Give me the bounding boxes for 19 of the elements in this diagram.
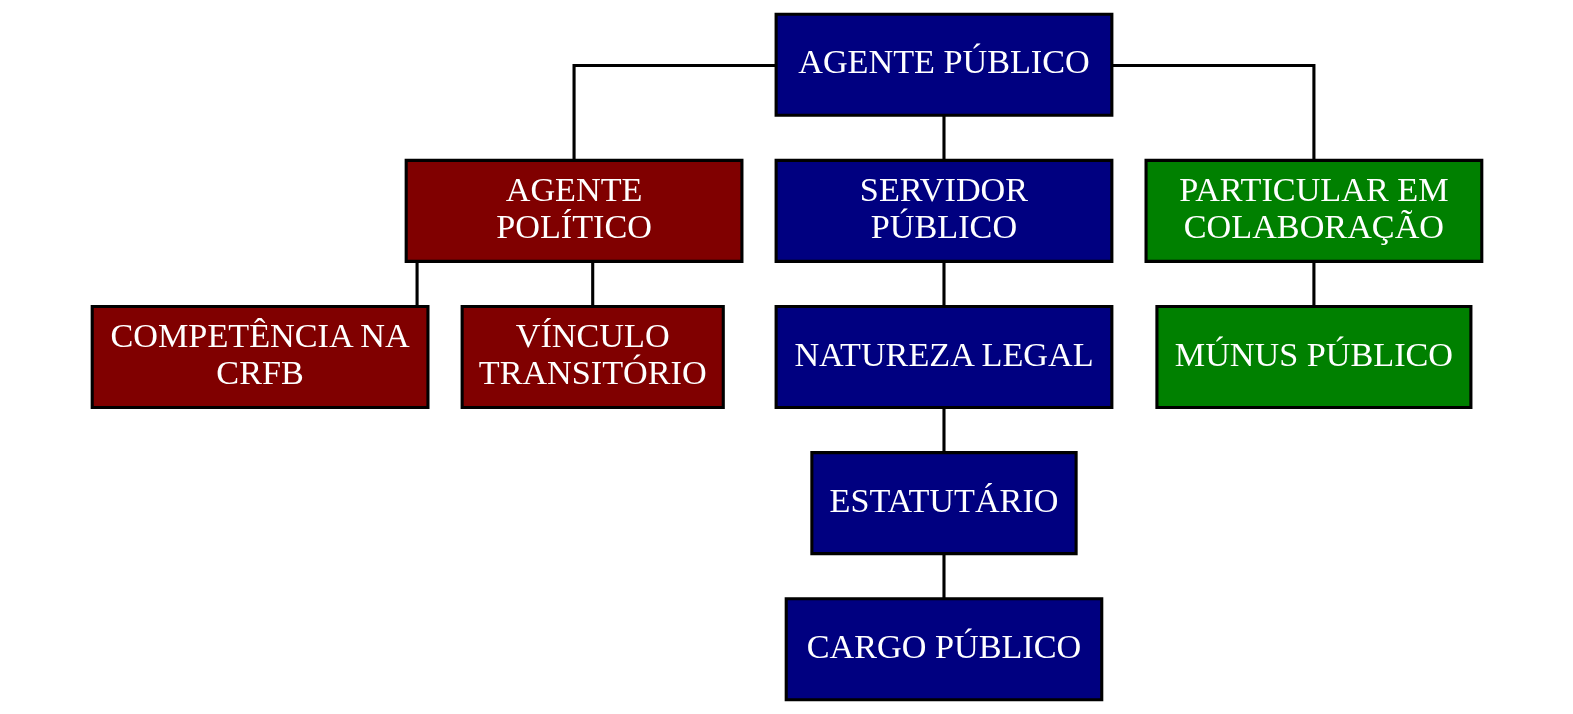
connector (941, 261, 946, 307)
node-box: ESTATUTÁRIO (809, 451, 1078, 556)
connector (415, 261, 419, 307)
node-box: SERVIDOR PÚBLICO (774, 158, 1113, 263)
connector (1111, 64, 1315, 161)
connector (941, 115, 946, 161)
node-box: AGENTE POLÍTICO (404, 158, 743, 263)
connector (572, 64, 776, 161)
connector (1311, 261, 1315, 307)
node-box: VÍNCULO TRANSITÓRIO (460, 304, 725, 410)
connector (941, 407, 946, 453)
node-box: MÚNUS PÚBLICO (1154, 304, 1472, 410)
node-box: NATUREZA LEGAL (774, 304, 1113, 410)
connector (590, 261, 594, 307)
node-box: AGENTE PÚBLICO (774, 12, 1113, 117)
node-box: COMPETÊNCIA NA CRFB (90, 304, 429, 410)
node-box: PARTICULAR EM COLABORAÇÃO (1144, 158, 1483, 263)
node-box: CARGO PÚBLICO (784, 597, 1103, 702)
connector (941, 553, 946, 599)
